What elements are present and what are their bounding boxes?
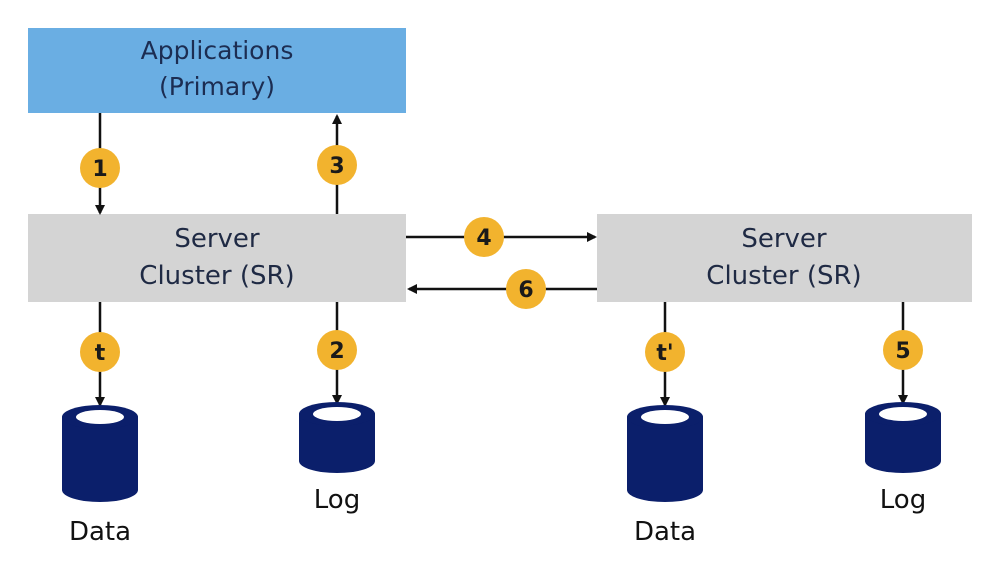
applications-subtitle: (Primary) bbox=[159, 72, 275, 101]
step-badge-2: 2 bbox=[317, 330, 357, 370]
primary-server-cluster-box: Server Cluster (SR) bbox=[28, 214, 406, 302]
svg-text:3: 3 bbox=[329, 154, 344, 179]
primary-log-database-icon bbox=[299, 402, 375, 473]
svg-text:6: 6 bbox=[518, 278, 533, 303]
primary-data-database-icon bbox=[62, 405, 138, 502]
secondary-data-label: Data bbox=[634, 517, 696, 547]
svg-text:t': t' bbox=[656, 341, 673, 366]
secondary-data-database-icon bbox=[627, 405, 703, 502]
step-badge-6: 6 bbox=[506, 269, 546, 309]
svg-text:5: 5 bbox=[895, 339, 910, 364]
secondary-log-label: Log bbox=[880, 485, 926, 515]
step-badge-1: 1 bbox=[80, 148, 120, 188]
primary-cluster-label: Cluster (SR) bbox=[139, 261, 294, 291]
secondary-log-database-icon bbox=[865, 402, 941, 473]
primary-server-label: Server bbox=[174, 224, 260, 254]
step-badge-5: 5 bbox=[883, 330, 923, 370]
step-badge-t-prime: t' bbox=[645, 332, 685, 372]
svg-text:4: 4 bbox=[476, 226, 491, 251]
svg-text:t: t bbox=[95, 341, 106, 366]
secondary-server-label: Server bbox=[741, 224, 827, 254]
step-badge-t: t bbox=[80, 332, 120, 372]
applications-title: Applications bbox=[141, 36, 294, 65]
svg-text:2: 2 bbox=[329, 339, 344, 364]
secondary-cluster-label: Cluster (SR) bbox=[706, 261, 861, 291]
secondary-server-cluster-box: Server Cluster (SR) bbox=[597, 214, 972, 302]
primary-data-label: Data bbox=[69, 517, 131, 547]
applications-box: Applications (Primary) bbox=[28, 28, 406, 113]
step-badge-4: 4 bbox=[464, 217, 504, 257]
svg-text:1: 1 bbox=[92, 157, 107, 182]
primary-log-label: Log bbox=[314, 485, 360, 515]
step-badge-3: 3 bbox=[317, 145, 357, 185]
